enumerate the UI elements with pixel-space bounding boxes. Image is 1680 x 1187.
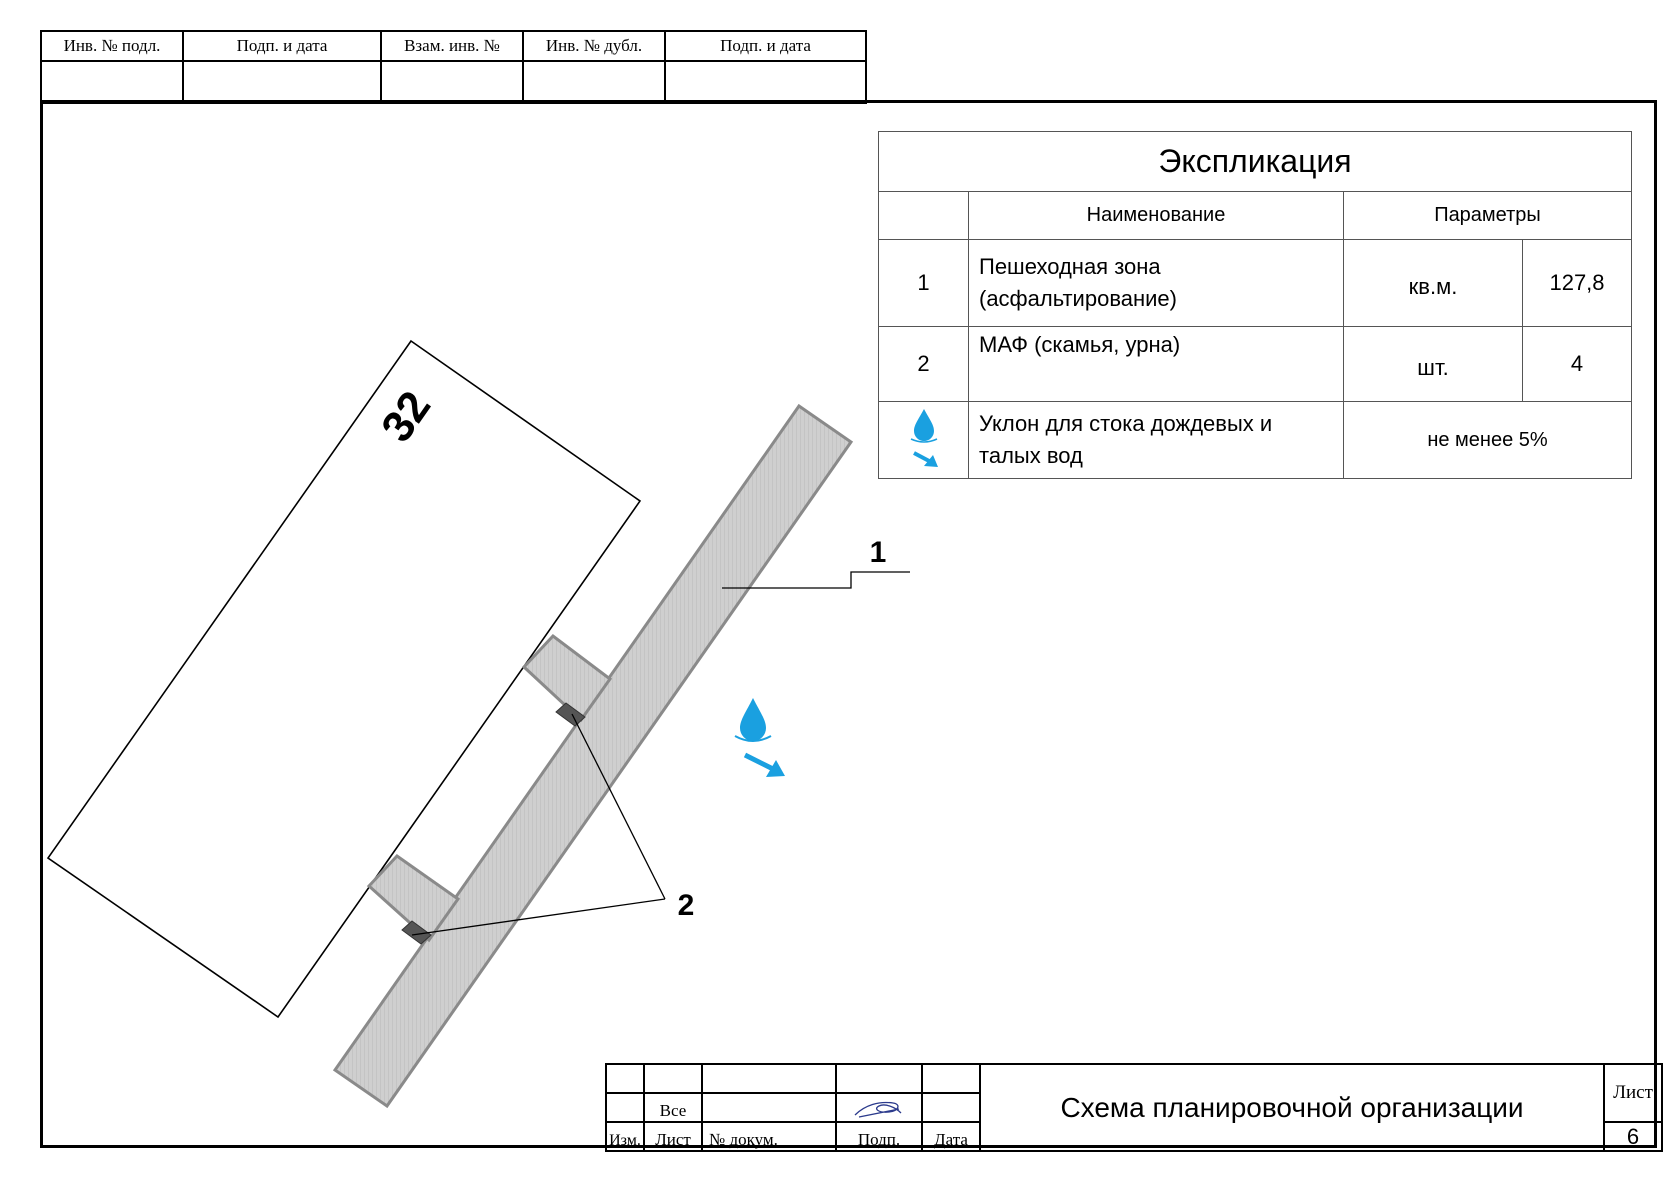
explication-table: Экспликация Наименование Параметры 1 Пеш… [878,131,1632,479]
tb-cell [605,1063,645,1094]
water-drop-icon [734,698,772,742]
tb-nodoc: № докум. [701,1121,837,1152]
row-name: Пешеходная зона (асфальтирование) [968,239,1344,327]
row-value: 4 [1522,326,1632,402]
title-block: Схема планировочной организации Лист Все… [605,1063,1663,1152]
row-name-line: Уклон для стока дождевых и [979,411,1273,436]
bench-marker-upper [555,702,586,727]
row-name: Уклон для стока дождевых и талых вод [968,401,1344,479]
legend-icon-cell [878,401,969,479]
callout-1-leader [722,571,910,589]
tb-cell [701,1063,837,1094]
callout-2-label: 2 [678,889,695,922]
row-name-line: Пешеходная зона [979,254,1161,279]
row-name-line: талых вод [979,443,1083,468]
header-num-cell [878,191,969,240]
sheet-number: 6 [1603,1121,1663,1152]
stamp-cell [40,60,184,104]
drawing-title: Схема планировочной организации [979,1063,1605,1152]
stamp-header-inv-podl: Инв. № подл. [40,30,184,62]
signature-icon [854,1101,902,1118]
row-num: 1 [878,239,969,327]
tb-cell [605,1092,645,1123]
stamp-cell [182,60,382,104]
signature-cell [835,1092,923,1123]
tb-cell [643,1063,703,1094]
row-value: 127,8 [1522,239,1632,327]
row-unit: шт. [1343,326,1523,402]
slope-arrow-icon [743,752,785,777]
path-connector-upper [521,633,613,723]
explication-title: Экспликация [878,131,1632,192]
callout-2-leader-a [571,713,666,900]
bench-marker-lower [401,920,432,945]
row-name-line: (асфальтирование) [979,286,1177,311]
tb-cell [701,1092,837,1123]
approval-stamp: Инв. № подл. Подп. и дата Взам. инв. № И… [40,30,867,104]
table-row: Уклон для стока дождевых и талых вод не … [878,401,1632,479]
header-params: Параметры [1343,191,1632,240]
tb-cell [921,1063,981,1094]
sheet-label: Лист [1603,1063,1663,1123]
row-name: МАФ (скамья, урна) [968,326,1344,402]
table-row: 2 МАФ (скамья, урна) шт. 4 [878,326,1632,402]
tb-list: Лист [643,1121,703,1152]
water-drop-icon [910,409,938,467]
tb-vse: Все [643,1092,703,1123]
tb-cell [921,1092,981,1123]
tb-cell [835,1063,923,1094]
slope-arrow-icon [923,455,938,467]
tb-data: Дата [921,1121,981,1152]
callout-1-label: 1 [870,536,887,569]
row-params: не менее 5% [1343,401,1632,479]
callout-2-leader-b [411,898,666,936]
stamp-header-podp-data-2: Подп. и дата [664,30,867,62]
stamp-cell [522,60,666,104]
header-name: Наименование [968,191,1344,240]
table-row: 1 Пешеходная зона (асфальтирование) кв.м… [878,239,1632,327]
stamp-header-inv-dubl: Инв. № дубл. [522,30,666,62]
stamp-header-podp-data: Подп. и дата [182,30,382,62]
path-connector-lower [366,854,461,943]
tb-podp: Подп. [835,1121,923,1152]
row-unit: кв.м. [1343,239,1523,327]
stamp-header-vzam-inv: Взам. инв. № [380,30,524,62]
building-outline [46,339,642,1019]
tb-izm: Изм. [605,1121,645,1152]
row-num: 2 [878,326,969,402]
